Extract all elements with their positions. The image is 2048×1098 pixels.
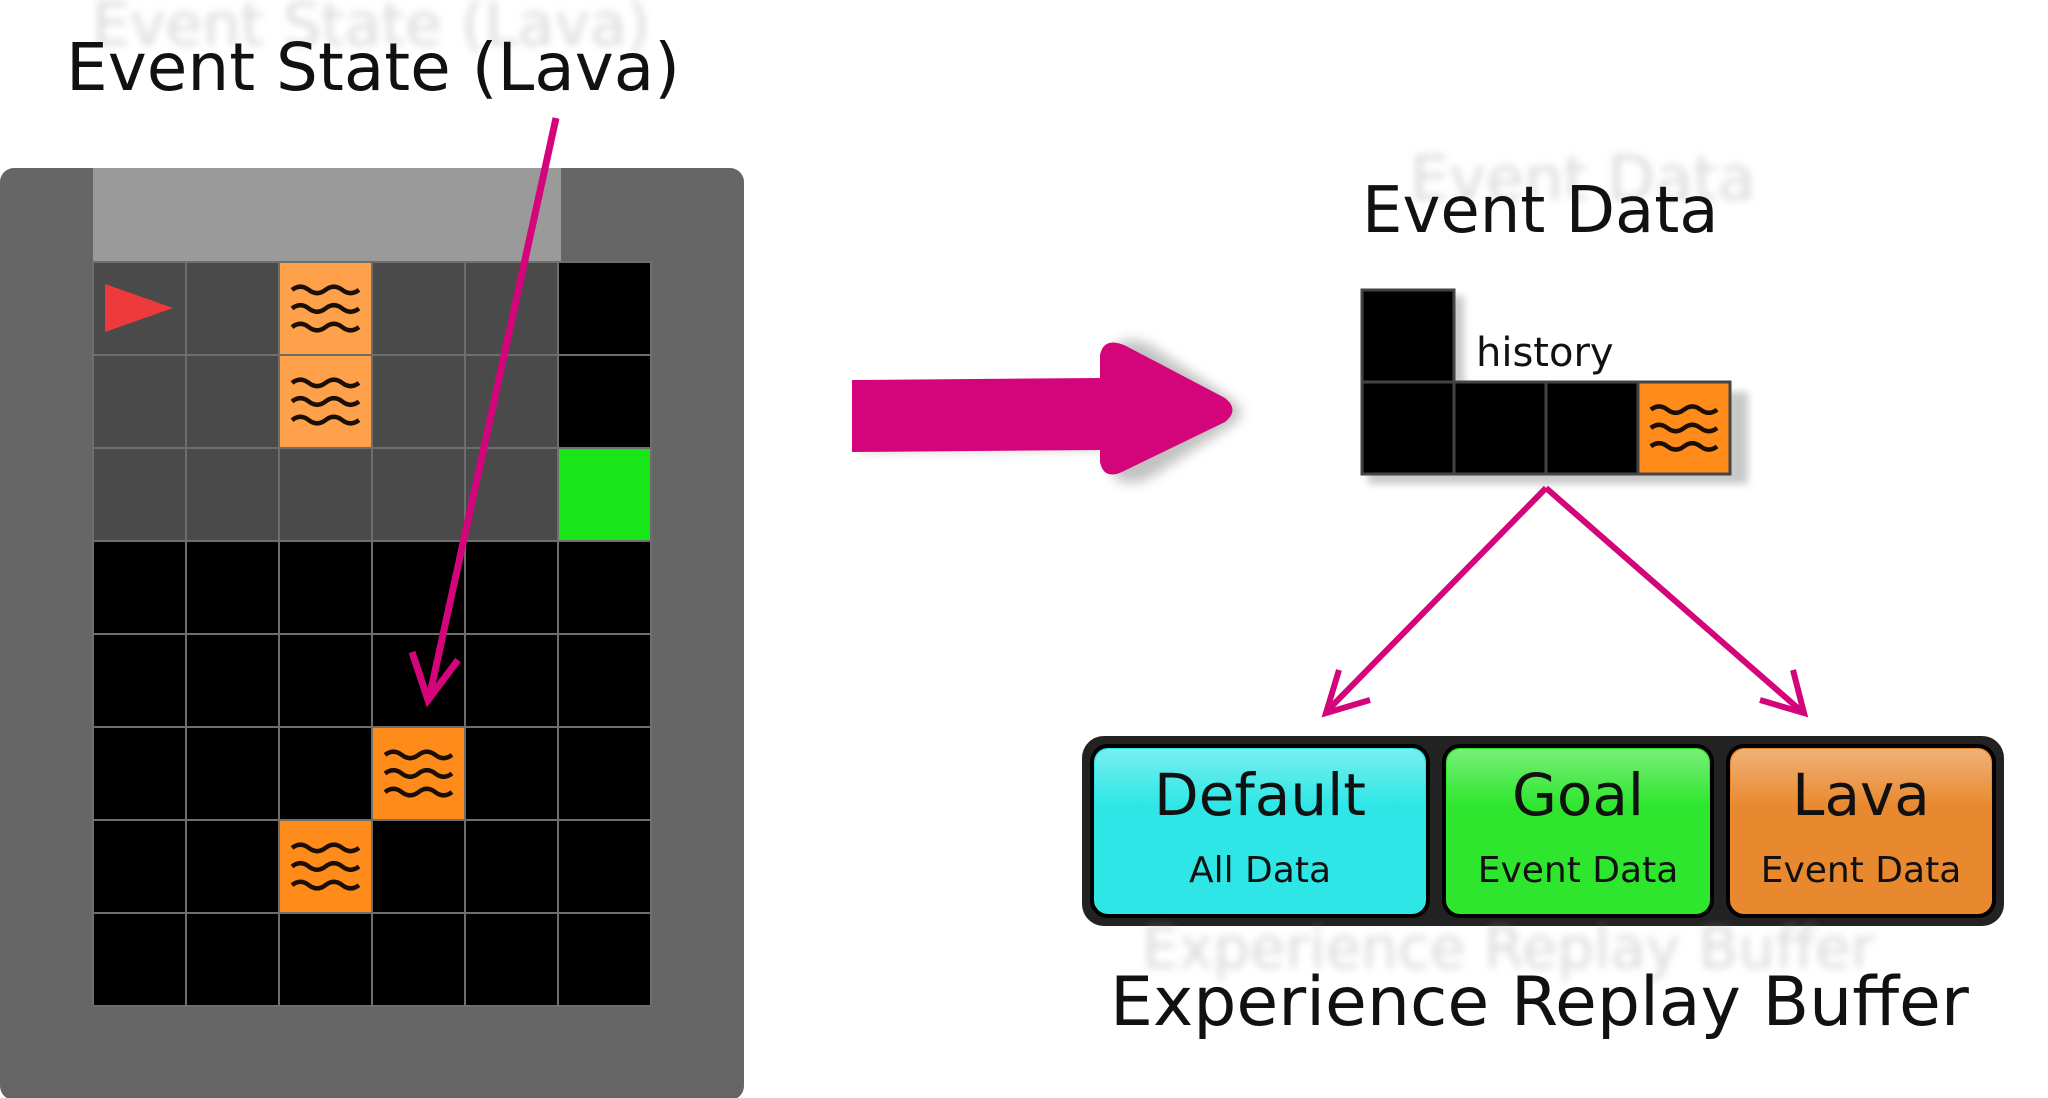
grid-cell: [464, 726, 559, 821]
buffer-goal-subtitle: Event Data: [1478, 850, 1679, 891]
grid-cell: [371, 447, 466, 542]
history-cell: [1360, 288, 1456, 384]
grid-cell: [464, 633, 559, 728]
event-state-title: Event State (Lava): [66, 29, 680, 106]
transition-arrow: [852, 340, 1241, 483]
grid-cell: [185, 447, 280, 542]
buffer-lava-title: Lava: [1792, 761, 1930, 829]
grid-cell: [185, 540, 280, 635]
grid-cell: [92, 819, 187, 914]
grid-cell: [185, 354, 280, 449]
view-top-region: [93, 168, 561, 262]
wave-icon: [290, 842, 361, 891]
wave-icon: [290, 377, 361, 426]
grid-cell: [464, 912, 559, 1007]
history-cell: [1360, 380, 1456, 476]
grid-cell: [278, 726, 373, 821]
grid-cell: [371, 912, 466, 1007]
buffer-goal-title: Goal: [1512, 761, 1644, 829]
history-block: [1360, 288, 1748, 484]
grid-cell: [371, 819, 466, 914]
lava-cell: [278, 354, 373, 449]
buffer-title: Experience Replay Buffer: [1110, 963, 1969, 1042]
grid-cell: [185, 261, 280, 356]
grid-cell: [278, 912, 373, 1007]
wave-icon: [290, 284, 361, 333]
grid-cell: [464, 540, 559, 635]
grid-cell: [557, 633, 652, 728]
grid-cell: [557, 912, 652, 1007]
environment-grid: [92, 261, 652, 1007]
wave-icon: [1649, 404, 1719, 452]
buffer-lava-subtitle: Event Data: [1761, 850, 1962, 891]
history-label: history: [1476, 330, 1614, 376]
event-data-title: Event Data: [1362, 174, 1719, 248]
event-data-title-shadow: Event Data: [1410, 142, 1755, 215]
grid-cell: [278, 447, 373, 542]
triangle-right-icon: [105, 284, 173, 332]
grid-cell: [92, 912, 187, 1007]
grid-cell: [278, 540, 373, 635]
grid-cell: [464, 819, 559, 914]
lava-cell: [278, 261, 373, 356]
grid-cell: [464, 354, 559, 449]
grid-cell: [92, 540, 187, 635]
arrow-to-default: [1327, 485, 1549, 711]
grid-cell: [557, 354, 652, 449]
buffer-title-shadow: Experience Replay Buffer: [1142, 914, 1875, 982]
lava-cell: [278, 819, 373, 914]
goal-cell: [557, 447, 652, 542]
grid-cell: [557, 726, 652, 821]
lava-cell: [371, 726, 466, 821]
arrow-to-lava-head: [1759, 669, 1809, 718]
buffer-default-title: Default: [1154, 761, 1366, 829]
grid-cell: [557, 261, 652, 356]
wave-icon: [383, 749, 454, 798]
arrow-to-lava: [1544, 485, 1802, 713]
grid-cell: [185, 633, 280, 728]
grid-cell: [185, 726, 280, 821]
grid-cell: [557, 819, 652, 914]
grid-cell: [557, 540, 652, 635]
grid-cell: [278, 633, 373, 728]
grid-cell: [92, 726, 187, 821]
grid-cell: [92, 261, 187, 356]
pointer-arrow-head: [408, 650, 461, 708]
grid-cell: [371, 261, 466, 356]
history-lava-cell: [1636, 380, 1732, 476]
grid-cell: [92, 447, 187, 542]
grid-cell: [371, 354, 466, 449]
history-cell: [1452, 380, 1548, 476]
pointer-arrow-line: [426, 117, 560, 695]
grid-cell: [185, 912, 280, 1007]
arrow-to-default-head: [1321, 669, 1371, 718]
history-cell: [1544, 380, 1640, 476]
buffer-default-subtitle: All Data: [1189, 850, 1331, 891]
grid-cell: [92, 354, 187, 449]
event-state-title-shadow: Event State (Lava): [92, 0, 650, 60]
grid-cell: [92, 633, 187, 728]
grid-cell: [185, 819, 280, 914]
